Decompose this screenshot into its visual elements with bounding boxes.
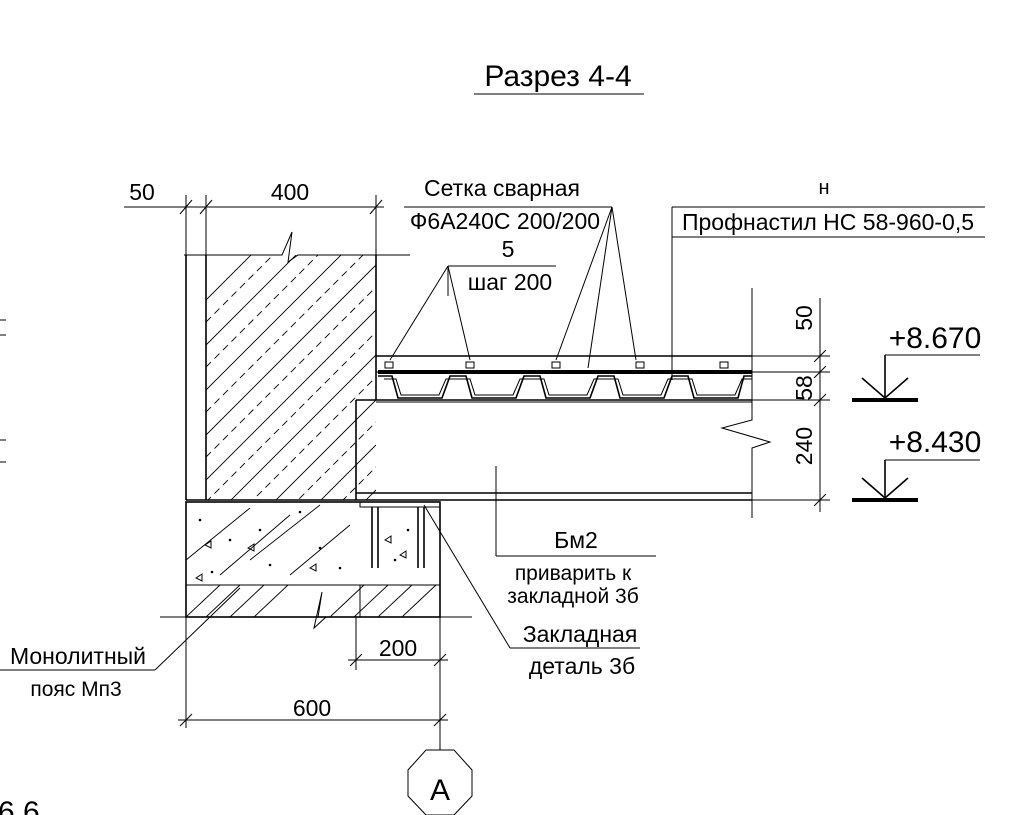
deck-label-top: н xyxy=(818,177,829,199)
dim-600: 600 xyxy=(293,695,331,721)
weld-label-1: приварить к xyxy=(515,562,632,585)
profiled-deck-inner xyxy=(384,378,752,396)
axis-label: А xyxy=(430,774,450,807)
belt-leader xyxy=(154,587,241,671)
dim-tick xyxy=(813,349,827,363)
break-line-belt xyxy=(290,591,440,630)
weld-label-2: закладной 3б xyxy=(507,585,638,608)
mesh-label-sub: 5 xyxy=(502,236,515,262)
profiled-deck xyxy=(378,375,752,399)
mesh-label-2: Ф6А240С 200/200 xyxy=(410,208,600,234)
dim-tick xyxy=(813,365,827,379)
dim-50-right: 50 xyxy=(791,305,817,331)
embedded-plate xyxy=(359,501,441,508)
dim-tick xyxy=(179,199,193,215)
axis-marker xyxy=(407,749,473,815)
belt-hatch xyxy=(186,504,437,617)
level-lower: +8.430 xyxy=(889,426,982,459)
mesh-label-3: шаг 200 xyxy=(468,269,552,295)
mesh-leader xyxy=(555,206,613,361)
mesh-label-1: Сетка сварная xyxy=(424,175,580,201)
dim-tick xyxy=(813,493,827,507)
dim-400: 400 xyxy=(271,179,309,205)
level-mark-lower xyxy=(852,459,980,502)
dim-tick xyxy=(433,653,447,667)
dim-50-top: 50 xyxy=(129,179,155,205)
mesh-leader xyxy=(587,206,613,369)
dim-tick xyxy=(813,393,827,407)
embed-label-2: деталь 3б xyxy=(529,653,635,679)
embed-leader xyxy=(423,504,511,649)
dim-tick xyxy=(369,199,383,215)
beam-label: Бм2 xyxy=(554,527,598,553)
dim-58: 58 xyxy=(791,375,817,401)
wall-hatch xyxy=(206,255,376,500)
belt-label-1: Монолитный xyxy=(10,643,146,669)
level-upper: +8.670 xyxy=(889,322,982,355)
corner-label: 6.6 xyxy=(0,796,40,815)
dim-tick xyxy=(199,199,213,215)
dim-tick xyxy=(349,653,363,667)
mesh-leader xyxy=(611,206,637,361)
dim-240: 240 xyxy=(791,427,817,465)
section-title: Разрез 4-4 xyxy=(484,60,631,93)
dim-200: 200 xyxy=(379,635,417,661)
embed-label-1: Закладная xyxy=(523,621,638,647)
break-line-right xyxy=(720,288,772,518)
level-mark-upper xyxy=(852,354,980,402)
deck-label: Профнастил НС 58-960-0,5 xyxy=(682,209,974,235)
belt-label-2: пояс Мп3 xyxy=(30,678,121,701)
step-leader xyxy=(447,265,471,361)
break-line-top xyxy=(184,231,410,264)
mesh-chairs xyxy=(384,361,729,369)
step-leader xyxy=(389,265,449,361)
dim-tick xyxy=(179,713,193,727)
